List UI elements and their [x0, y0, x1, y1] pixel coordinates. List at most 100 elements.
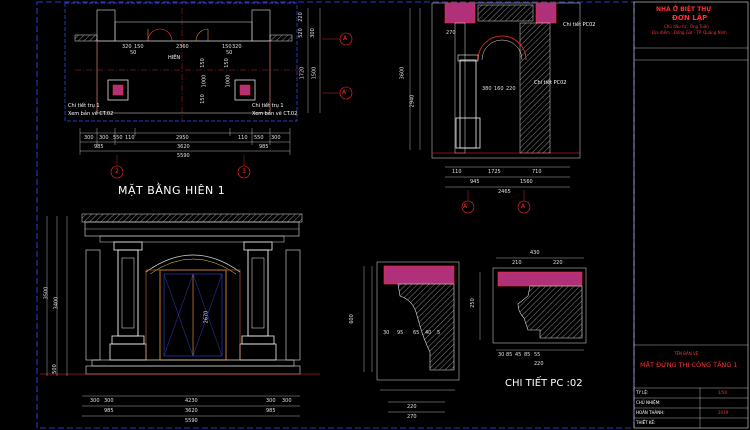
- dim-pb2-1: 3620: [177, 144, 190, 150]
- plan-column-right: [234, 79, 256, 101]
- title-block: NHÀ Ở BIỆT THỰ ĐƠN LẬP Chủ đầu tư : Ông …: [634, 0, 750, 430]
- dim-plan-top-0: 320: [122, 44, 132, 50]
- location: Địa điểm : Đồng Giò - TP. Quảng Ninh: [652, 30, 727, 35]
- dim-pr-2: 1720: [299, 66, 306, 80]
- dim-ss-2: 160: [494, 86, 504, 92]
- dim-eb-2: 4230: [185, 398, 198, 404]
- dim-elev-total: 5590: [185, 418, 198, 424]
- axis-3: 3: [242, 168, 246, 175]
- dim-pb1-7: 300: [271, 135, 281, 141]
- pc-detail-left: [363, 261, 460, 413]
- dim-pi-4: 1000: [225, 74, 232, 88]
- axis-sec-a-prime: A': [463, 203, 469, 210]
- tb-row-0-label: TỶ LỆ:: [636, 390, 649, 395]
- project-line-2: ĐƠN LẬP: [672, 14, 708, 22]
- dim-pb2-2: 985: [259, 144, 269, 150]
- axis-a-top: A: [343, 35, 348, 42]
- project-line-1: NHÀ Ở BIỆT THỰ: [656, 6, 712, 13]
- dim-eb-4: 300: [282, 398, 292, 404]
- dim-eb-0: 300: [90, 398, 100, 404]
- note-left-2: Xem bản vẽ CT.02: [68, 111, 114, 117]
- dim-plan-top-4: 320: [232, 44, 242, 50]
- dim-pcb-3: 40: [425, 330, 432, 336]
- plan-view: [64, 2, 353, 179]
- dim-pcb2-0: 220: [407, 404, 417, 410]
- dim-pcw-0: 210: [512, 260, 522, 266]
- dim-el-0: 3500: [43, 286, 50, 300]
- dim-pi-3: 150: [223, 58, 230, 68]
- dim-plan-top-sub-1: 50: [226, 50, 233, 56]
- plan-title: MẶT BẰNG HIÊN 1: [118, 184, 226, 197]
- dim-plan-total: 5590: [177, 153, 190, 159]
- dim-sb-1: 1725: [488, 169, 501, 175]
- dim-pcb-1: 95: [397, 330, 404, 336]
- tb-row-2-value: 2019: [718, 410, 729, 415]
- dim-plan-top-1: 150: [134, 44, 144, 50]
- dim-pc-left-height: 600: [348, 314, 355, 324]
- tb-row-1-label: CHỦ NHIỆM:: [636, 400, 661, 405]
- axis-2: 2: [115, 168, 119, 175]
- dim-sb-0: 110: [452, 169, 462, 175]
- section-ref: Chi tiết PC02: [563, 22, 596, 28]
- tb-row-0-value: 1/50: [718, 390, 727, 395]
- dim-plan-top-2: 2360: [176, 44, 189, 50]
- dim-pb1-1: 300: [99, 135, 109, 141]
- dim-eb2-1: 3620: [185, 408, 198, 414]
- dim-pcb-4: 5: [437, 330, 441, 336]
- dim-pcr-4: 55: [534, 352, 541, 358]
- dim-pi-0: 150: [199, 58, 206, 68]
- elevation-column-right: [239, 241, 277, 361]
- section-view-frame: [431, 2, 581, 159]
- elevation-column-left: [109, 241, 147, 361]
- note-right-1: Chi tiết trụ 1: [252, 103, 284, 109]
- dim-pcb-2: 65: [413, 330, 420, 336]
- dim-pcr-3: 85: [524, 352, 531, 358]
- dim-pc-right-total: 220: [534, 361, 544, 367]
- dim-pi-1: 1000: [201, 74, 208, 88]
- dim-sl-1: 2940: [409, 94, 416, 108]
- dim-ss-1: 380: [482, 86, 492, 92]
- dim-pcb-0: 30: [383, 330, 390, 336]
- section-ref-2: Chi tiết PC02: [534, 80, 567, 86]
- detail-title: CHI TIẾT PC :02: [505, 378, 583, 389]
- pc-detail-right: [479, 257, 587, 351]
- dim-pr-3: 300: [309, 28, 316, 38]
- dim-pcr-0: 30: [498, 352, 505, 358]
- dim-pb1-3: 110: [125, 135, 135, 141]
- dim-pc-right-height: 250: [469, 298, 476, 308]
- dim-eb-3: 300: [266, 398, 276, 404]
- dim-ss-3: 220: [506, 86, 516, 92]
- dim-elev-center: 2670: [203, 310, 210, 324]
- dim-el-2: 500: [51, 364, 58, 374]
- dim-eb2-0: 985: [104, 408, 114, 414]
- dim-ssub-1: 1560: [520, 179, 533, 185]
- dim-plan-top-sub-0: 50: [130, 50, 137, 56]
- dim-sb-2: 710: [532, 169, 542, 175]
- dim-pcr-2: 45: [515, 352, 522, 358]
- dim-pc-width-top: 430: [530, 250, 540, 256]
- section-view: [409, 2, 581, 214]
- dim-pb1-5: 110: [238, 135, 248, 141]
- tb-row-3-label: THIẾT KẾ:: [636, 420, 656, 425]
- dim-pb1-2: 550: [113, 135, 123, 141]
- dim-pcb2-1: 270: [407, 414, 417, 420]
- grid-bubble-a-prime-top: [339, 86, 353, 100]
- hien-label: HIÊN: [168, 55, 181, 61]
- note-right-2: Xem bản vẽ CT.02: [252, 111, 298, 117]
- dim-pb1-6: 550: [254, 135, 264, 141]
- axis-sec-a: A: [521, 203, 526, 210]
- dim-sl-0: 3600: [399, 66, 406, 80]
- dim-pb2-0: 985: [94, 144, 104, 150]
- dim-pr-0: 220: [297, 12, 304, 22]
- title-block-frame: [633, 1, 749, 429]
- owner: Chủ đầu tư : Ông Tuấn: [664, 24, 709, 29]
- elevation-view: [40, 213, 320, 417]
- dim-plan-top-3: 150: [222, 44, 232, 50]
- drawing-label: TÊN BẢN VẼ: [674, 351, 699, 356]
- drawing-name: MẶT ĐỨNG THI CÔNG TẦNG 1: [640, 361, 738, 369]
- tb-row-2-label: HOÀN THÀNH:: [636, 410, 665, 415]
- dim-ss-0: 270: [446, 30, 456, 36]
- dim-ssub-0: 945: [470, 179, 480, 185]
- dim-pb1-0: 300: [84, 135, 94, 141]
- dim-pr-4: 1500: [311, 66, 318, 80]
